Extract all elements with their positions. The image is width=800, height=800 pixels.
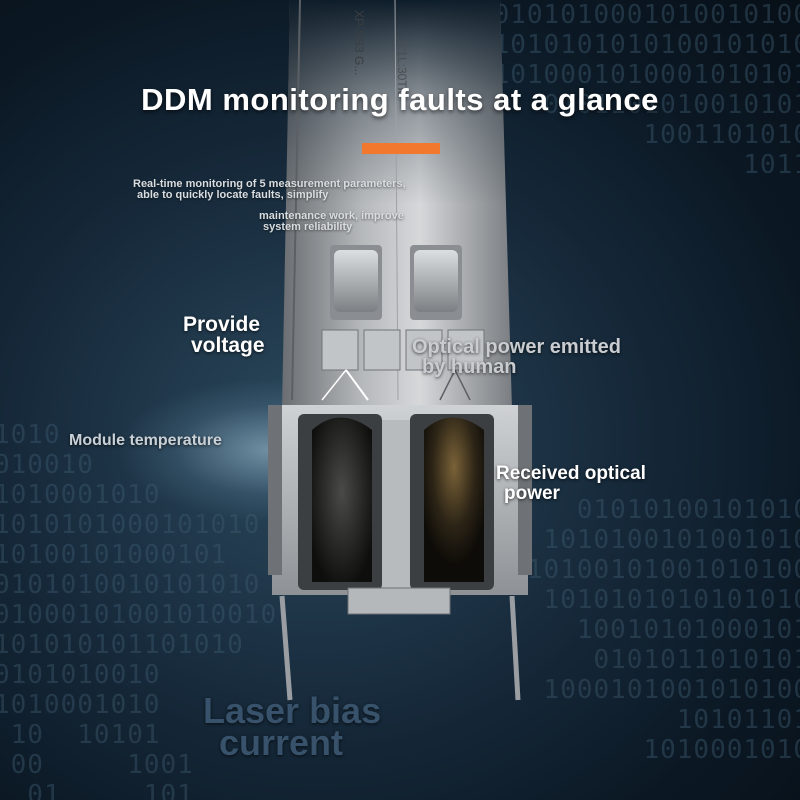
label-provide-voltage-line-2: voltage bbox=[191, 334, 265, 357]
label-laser-bias-current: Laser bias current bbox=[203, 690, 382, 763]
label-optical-line-2: by human bbox=[422, 356, 517, 378]
page-title: DDM monitoring faults at a glance bbox=[141, 82, 659, 117]
optical-port-right bbox=[410, 414, 494, 590]
binary-pattern-right: 01010100101010 1010100101001010 10100101… bbox=[526, 495, 800, 765]
binary-pattern-top-right: 00101010001010010100 1010101010100101010… bbox=[476, 0, 800, 180]
module-text-1: XP-SS3 G... bbox=[352, 10, 366, 75]
description-line-1: Real-time monitoring of 5 measurement pa… bbox=[133, 178, 406, 190]
label-received-line-2: power bbox=[504, 483, 560, 504]
label-laser-line-1: Laser bias bbox=[203, 690, 382, 731]
module-text-2: S'1L:30Tl0 bbox=[395, 40, 409, 97]
label-laser-line-2: current bbox=[219, 722, 344, 763]
label-received-line-1: Received optical bbox=[496, 463, 646, 484]
description-line-2: able to quickly locate faults, simplify bbox=[137, 189, 329, 201]
optical-port-left bbox=[298, 414, 382, 590]
label-module-temperature: Module temperature bbox=[69, 432, 222, 449]
latch-clips bbox=[321, 245, 485, 401]
label-optical-line-1: Optical power emitted bbox=[412, 336, 621, 358]
binary-pattern-left: 1010 010010 1010001010 1010101000101010 … bbox=[0, 420, 278, 800]
accent-bar bbox=[362, 143, 440, 154]
label-provide-voltage-line-1: Provide bbox=[183, 313, 261, 336]
label-received-optical-power: Received optical power bbox=[496, 464, 646, 504]
description-line-4: system reliability bbox=[263, 221, 353, 233]
module-engraving: XP-SS3 G... S'1L:30Tl0 bbox=[352, 10, 409, 97]
label-provide-voltage: Provide voltage bbox=[183, 314, 265, 356]
description-line-3: maintenance work, improve bbox=[259, 210, 404, 222]
label-optical-power-emitted: Optical power emitted by human bbox=[412, 337, 621, 377]
bottom-connector bbox=[279, 587, 521, 701]
